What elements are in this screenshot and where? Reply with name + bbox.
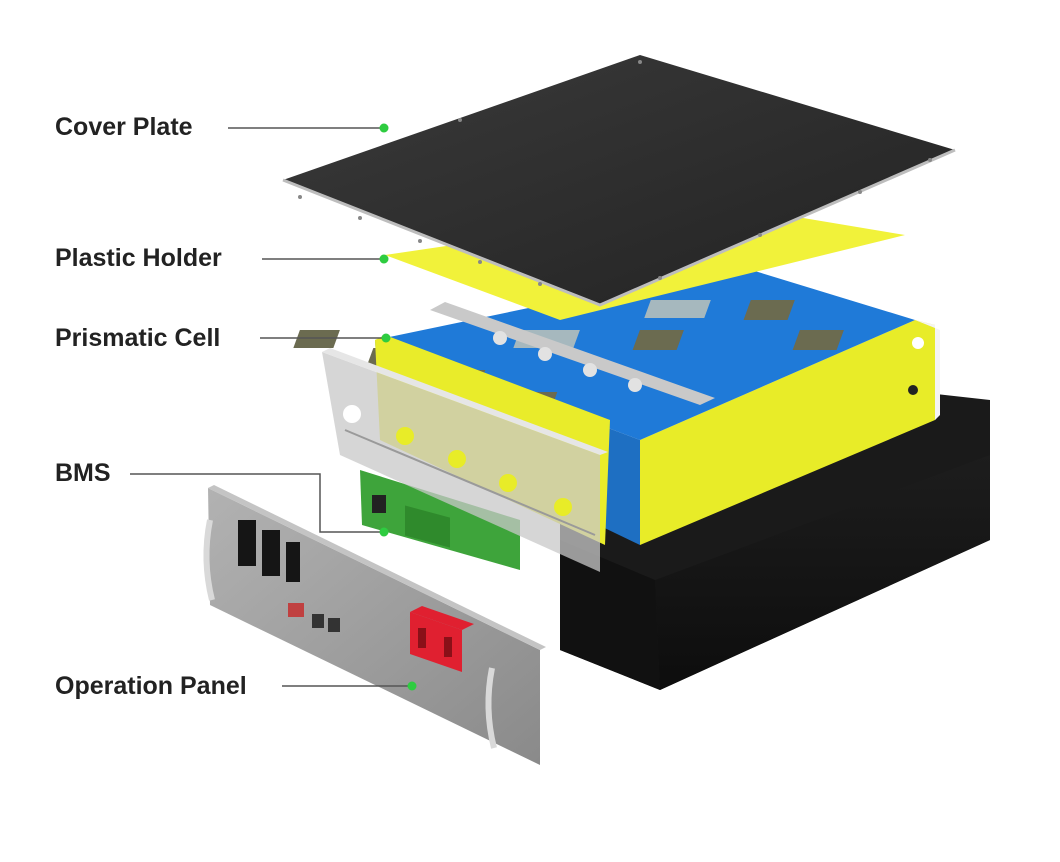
housing	[560, 390, 990, 690]
marker-operation-panel-icon	[407, 681, 417, 691]
leader-line-bms	[130, 473, 382, 533]
cell-wrap-right	[640, 320, 940, 545]
label-cover-plate: Cover Plate	[55, 113, 193, 141]
label-bms: BMS	[55, 459, 111, 487]
side-bracket	[322, 348, 608, 572]
label-plastic-holder: Plastic Holder	[55, 244, 222, 272]
marker-bms-icon	[379, 527, 389, 537]
cover-plate	[282, 55, 956, 307]
operation-panel	[203, 485, 546, 765]
marker-cover-plate-icon	[379, 123, 389, 133]
marker-plastic-holder-icon	[379, 254, 389, 264]
label-operation-panel: Operation Panel	[55, 672, 247, 700]
marker-prismatic-cell-icon	[381, 333, 391, 343]
leader-lines	[130, 127, 410, 687]
bms-board	[360, 470, 520, 570]
label-prismatic-cell: Prismatic Cell	[55, 324, 221, 352]
